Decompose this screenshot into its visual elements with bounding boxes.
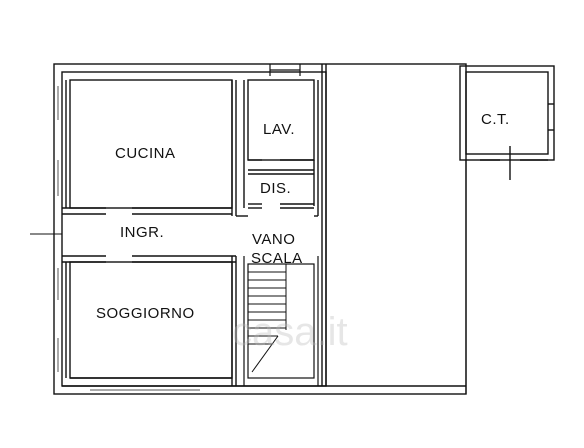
label-ingr: INGR. xyxy=(120,224,164,241)
label-soggiorno: SOGGIORNO xyxy=(96,305,195,322)
label-ct: C.T. xyxy=(481,111,510,128)
stair-treads xyxy=(248,264,287,373)
label-vano: VANO xyxy=(252,231,295,248)
label-cucina: CUCINA xyxy=(115,145,176,162)
service-block-walls xyxy=(243,79,319,216)
ct-room-walls xyxy=(459,65,555,180)
watermark: casa.it xyxy=(232,310,348,354)
top-door-frame xyxy=(269,64,301,76)
label-scala: SCALA xyxy=(251,250,303,267)
label-dis: DIS. xyxy=(260,180,291,197)
label-lav: LAV. xyxy=(263,121,295,138)
stair-well xyxy=(243,256,319,386)
soggiorno-walls xyxy=(62,256,326,387)
